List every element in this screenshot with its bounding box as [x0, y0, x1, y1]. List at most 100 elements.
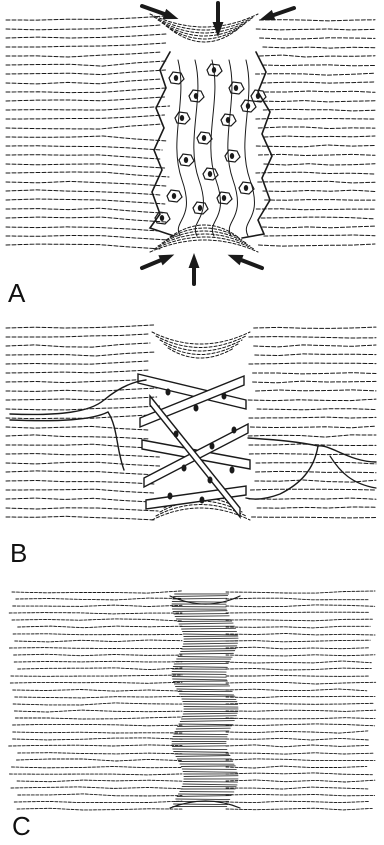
fibre-line: [6, 88, 166, 93]
fibre-line: [6, 462, 160, 466]
fibre-line: [11, 675, 182, 676]
scar-fibre: [176, 728, 230, 729]
fibre-line: [6, 498, 152, 502]
panel-a-wound-closure: [6, 3, 375, 284]
scar-fibre: [180, 721, 234, 722]
scar-fibre: [183, 646, 237, 647]
scar-fibre: [183, 713, 237, 714]
scar-fibre: [184, 782, 238, 783]
fibre-line: [226, 724, 375, 726]
fibre-line: [6, 25, 161, 30]
scar-fibre: [183, 784, 237, 785]
fibre-line: [6, 217, 166, 222]
fibre-line: [6, 444, 151, 448]
fibre-line: [226, 598, 368, 600]
fibre-line: [253, 381, 376, 383]
fibre-line: [226, 689, 367, 691]
fibre-line: [256, 209, 375, 210]
fibre-line: [249, 363, 376, 364]
fibre-line: [250, 489, 376, 490]
converging-fibre: [170, 29, 238, 42]
fibre-line: [6, 508, 158, 511]
fibre-line: [256, 73, 375, 75]
scar-fibre: [177, 689, 231, 690]
fibre-line: [18, 794, 182, 796]
fibre-line: [263, 65, 375, 66]
fibre-line: [14, 654, 182, 655]
scar-fibre: [174, 734, 228, 735]
fibre-line: [265, 91, 375, 92]
fibre-line: [6, 334, 148, 337]
fibre-line: [226, 661, 371, 663]
cell-nucleus: [202, 135, 206, 141]
fibre-line: [6, 388, 157, 392]
fibre-line: [15, 640, 182, 642]
panel-b-granulation-tissue: [6, 325, 376, 520]
fibre-line: [6, 415, 150, 419]
fibre-line: [6, 172, 169, 177]
fibre-line: [226, 759, 375, 761]
fibre-line: [6, 435, 150, 439]
scar-fibre: [174, 752, 228, 753]
fibre-line: [13, 703, 182, 705]
scar-fibre: [174, 596, 228, 597]
fibre-line: [6, 454, 159, 457]
fibre-line: [13, 732, 182, 733]
scar-fibre: [178, 657, 232, 658]
blood-vessel: [10, 412, 124, 470]
fibre-line: [6, 34, 167, 38]
fibre-line: [226, 626, 370, 628]
fibre-line: [226, 753, 374, 754]
fibre-line: [13, 634, 182, 635]
fibre-line: [261, 217, 375, 219]
cell-nucleus: [200, 497, 205, 504]
fibre-line: [6, 481, 155, 485]
fibre-line: [226, 808, 372, 810]
scar-fibre: [184, 641, 238, 642]
fibre-line: [264, 164, 375, 165]
scar-fibre: [179, 724, 233, 725]
fibre-line: [6, 397, 157, 400]
fibre-line: [226, 640, 370, 642]
fibre-line: [226, 682, 376, 684]
fibre-line: [263, 226, 375, 228]
fibre-line: [12, 619, 182, 621]
scar-fibre: [173, 667, 227, 668]
scar-fibre: [174, 663, 228, 664]
fibre-line: [17, 780, 182, 782]
fibre-line: [6, 190, 161, 195]
contraction-arrow-head: [163, 9, 179, 19]
cell-nucleus: [232, 427, 237, 434]
fibre-line: [14, 710, 182, 712]
fibre-line: [6, 43, 166, 47]
scar-fibre: [184, 638, 238, 639]
fibre-line: [259, 20, 375, 21]
scar-fibre: [184, 776, 238, 777]
cell-nucleus: [182, 465, 187, 472]
fibre-line: [6, 236, 167, 241]
fibre-line: [255, 354, 376, 356]
scar-fibre: [181, 718, 235, 719]
fibre-line: [13, 605, 182, 606]
fibre-line: [15, 717, 182, 719]
fibre-line: [226, 710, 376, 711]
cell-nucleus: [222, 195, 226, 201]
fibre-line: [226, 655, 375, 656]
fibre-line: [16, 598, 182, 600]
panel-label-c: C: [12, 813, 31, 839]
cell-nucleus: [208, 171, 212, 177]
scar-fibre: [181, 651, 235, 652]
scar-fibre: [183, 643, 237, 644]
fibre-line: [256, 145, 375, 147]
converging-fibre: [152, 332, 250, 344]
scar-fibre: [183, 772, 237, 773]
fibre-line: [226, 591, 375, 593]
fibre-line: [226, 766, 367, 768]
scar-fibre: [182, 628, 236, 629]
fibre-line: [253, 373, 376, 374]
fibre-line: [258, 127, 375, 129]
panel-c-scar: [9, 591, 376, 810]
fibre-line: [250, 426, 376, 428]
wound-edge-right: [242, 52, 272, 238]
scar-fibre: [173, 611, 227, 612]
